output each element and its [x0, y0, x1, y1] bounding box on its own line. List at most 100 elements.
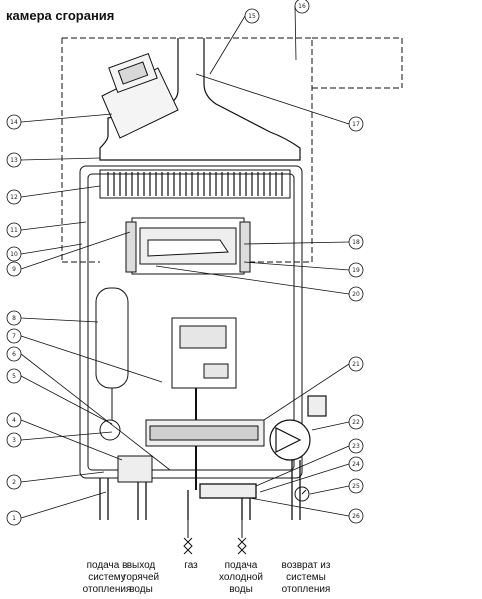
callout-leader-11 — [20, 221, 87, 231]
callout-circle-14 — [6, 114, 22, 130]
callout-circle-4 — [6, 412, 22, 428]
callout-circle-9 — [6, 261, 22, 277]
callout-circle-7 — [6, 328, 22, 344]
callout-leader-16 — [294, 5, 297, 61]
callout-circle-26 — [348, 508, 364, 524]
callout-number-26: 26 — [352, 513, 360, 520]
callout-circle-1 — [6, 510, 22, 526]
outlet-pipes — [99, 460, 301, 520]
callout-leader-6 — [20, 353, 171, 471]
callout-number-6: 6 — [12, 351, 16, 358]
callout-circle-10 — [6, 246, 22, 262]
gas-valve — [171, 317, 237, 490]
three-way-valve — [99, 419, 153, 483]
label-hot-water-out: выход горячей воды — [122, 560, 160, 595]
hydro-block — [145, 419, 265, 447]
callout-leader-4 — [20, 419, 123, 461]
callout-number-11: 11 — [10, 227, 18, 234]
callout-circle-12 — [6, 189, 22, 205]
callout-leader-7 — [20, 335, 163, 383]
callout-number-15: 15 — [248, 13, 256, 20]
cold-water-tap-icon — [237, 520, 247, 555]
label-supply-heating: подача в систему отопления — [82, 560, 132, 595]
callout-leader-1 — [20, 491, 107, 519]
callout-circle-2 — [6, 474, 22, 490]
callout-number-13: 13 — [10, 157, 18, 164]
label-cold-water-in: подача холодной воды — [218, 560, 264, 595]
callouts: 1234567891011121314151617181920212223242… — [6, 0, 364, 526]
callout-number-25: 25 — [352, 483, 360, 490]
callout-number-21: 21 — [352, 361, 360, 368]
callout-leader-25 — [309, 485, 350, 495]
callout-leader-10 — [20, 243, 83, 255]
label-gas: газ — [184, 560, 198, 571]
callout-number-3: 3 — [12, 437, 16, 444]
callout-number-4: 4 — [12, 417, 16, 424]
callout-number-24: 24 — [352, 461, 360, 468]
callout-leader-3 — [20, 431, 113, 441]
callout-leader-19 — [243, 261, 350, 271]
callout-number-12: 12 — [10, 194, 18, 201]
burner — [125, 217, 251, 275]
diagram-title: камера сгорания — [6, 8, 115, 23]
callout-circle-11 — [6, 222, 22, 238]
gas-tap-icon — [183, 520, 193, 555]
callout-circle-3 — [6, 432, 22, 448]
callout-leader-17 — [195, 73, 350, 125]
callout-number-23: 23 — [352, 443, 360, 450]
callout-circle-20 — [348, 286, 364, 302]
callout-number-10: 10 — [10, 251, 18, 258]
callout-leader-12 — [20, 185, 101, 198]
pump — [269, 395, 327, 461]
callout-circle-17 — [348, 116, 364, 132]
callout-circle-15 — [244, 8, 260, 24]
callout-number-14: 14 — [10, 119, 18, 126]
callout-leader-13 — [20, 157, 101, 161]
callout-leader-9 — [20, 231, 131, 270]
callout-leader-26 — [249, 497, 350, 517]
callout-leader-21 — [263, 363, 350, 421]
callout-number-18: 18 — [352, 239, 360, 246]
callout-leader-14 — [20, 113, 113, 123]
expansion-vessel — [95, 287, 129, 420]
callout-number-7: 7 — [12, 333, 16, 340]
fan — [101, 52, 179, 139]
callout-number-17: 17 — [352, 121, 360, 128]
callout-number-2: 2 — [12, 479, 16, 486]
pressure-gauge — [294, 486, 310, 502]
callout-leader-18 — [243, 241, 350, 245]
callout-circle-24 — [348, 456, 364, 472]
pipe-frame — [79, 165, 303, 479]
callout-circle-21 — [348, 356, 364, 372]
callout-circle-13 — [6, 152, 22, 168]
outer-casing — [61, 37, 403, 263]
callout-circle-23 — [348, 438, 364, 454]
callout-number-20: 20 — [352, 291, 360, 298]
callout-number-5: 5 — [12, 373, 16, 380]
callout-leader-8 — [20, 317, 99, 323]
callout-number-16: 16 — [298, 3, 306, 10]
heat-exchanger — [99, 169, 291, 199]
callout-number-9: 9 — [12, 266, 16, 273]
callout-leader-22 — [311, 421, 350, 431]
callout-number-1: 1 — [12, 515, 16, 522]
callout-leader-2 — [20, 471, 105, 483]
callout-circle-22 — [348, 414, 364, 430]
callout-leader-20 — [155, 265, 350, 295]
callout-circle-18 — [348, 234, 364, 250]
callout-circle-19 — [348, 262, 364, 278]
callout-leader-23 — [255, 445, 350, 487]
callout-circle-16 — [294, 0, 310, 14]
callout-leader-24 — [259, 463, 350, 493]
callout-circle-8 — [6, 310, 22, 326]
callout-circle-25 — [348, 478, 364, 494]
callout-number-19: 19 — [352, 267, 360, 274]
callout-leader-15 — [209, 15, 246, 75]
label-return-heating: возврат из системы отопления — [281, 560, 331, 595]
callout-circle-6 — [6, 346, 22, 362]
callout-number-22: 22 — [352, 419, 360, 426]
callout-leader-5 — [20, 375, 113, 425]
callout-circle-5 — [6, 368, 22, 384]
callout-number-8: 8 — [12, 315, 16, 322]
